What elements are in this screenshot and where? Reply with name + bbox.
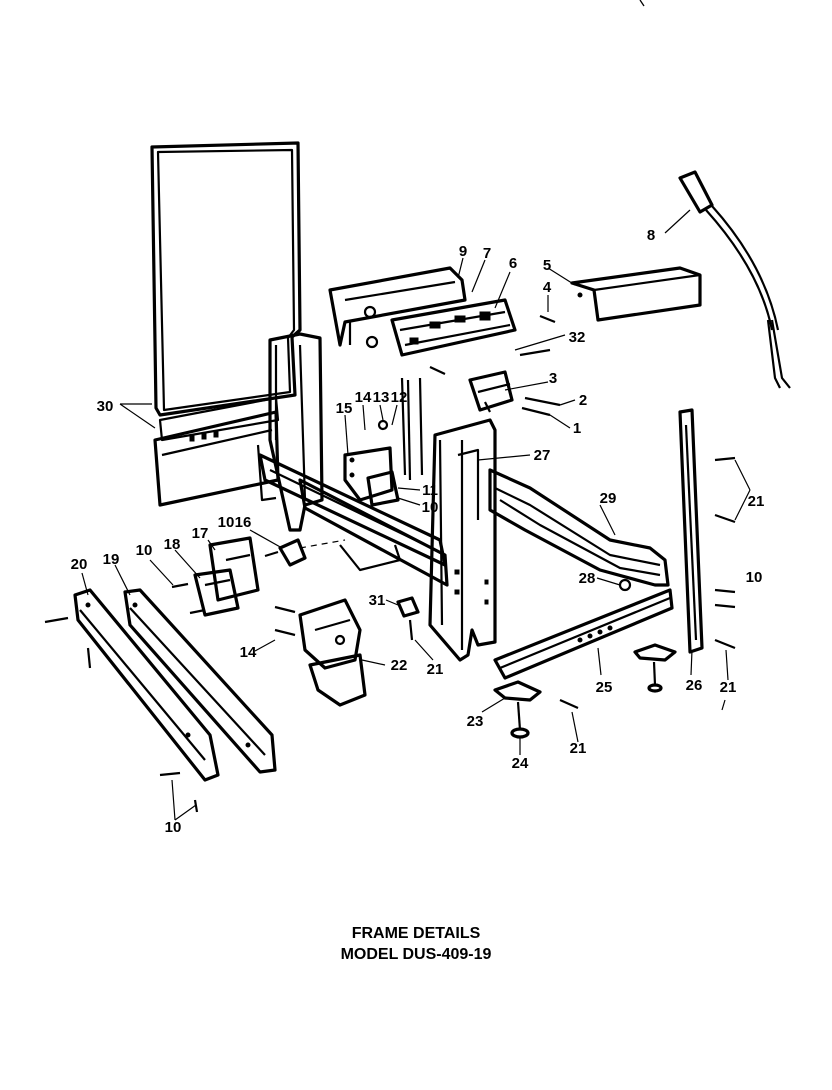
callout-30: 30 — [97, 398, 114, 415]
callout-19: 19 — [103, 551, 120, 568]
part-11-switch — [366, 470, 400, 507]
part-29-channel — [488, 468, 670, 587]
callout-18: 18 — [164, 536, 181, 553]
part-15-bracket — [343, 446, 394, 502]
callout-21-bottom: 21 — [570, 740, 587, 757]
callout-10-mid: 10 — [136, 542, 153, 559]
callout-21-upper-right: 21 — [748, 493, 765, 510]
callout-13: 13 — [373, 389, 390, 406]
callout-23: 23 — [467, 713, 484, 730]
callout-26: 26 — [686, 677, 703, 694]
part-23-foot-bracket — [493, 680, 542, 702]
callout-31: 31 — [369, 592, 386, 609]
part-8-power-cord — [678, 170, 791, 389]
callout-2: 2 — [579, 392, 587, 409]
callout-20: 20 — [71, 556, 88, 573]
callout-21-center: 21 — [427, 661, 444, 678]
callout-3: 3 — [549, 370, 557, 387]
center-rods — [400, 377, 424, 481]
diagram-title: FRAME DETAILS — [351, 925, 481, 942]
model-label: MODEL DUS-409-19 — [340, 946, 492, 963]
callout-21-right: 21 — [720, 679, 737, 696]
part-19-toe-plate — [123, 588, 277, 774]
callout-10-bottom: 10 — [165, 819, 182, 836]
callout-32: 32 — [569, 329, 586, 346]
screws-assorted — [44, 419, 736, 813]
right-side-frame — [428, 418, 497, 662]
callout-24: 24 — [512, 755, 529, 772]
part-16-bracket — [278, 538, 346, 567]
callout-6: 6 — [509, 255, 517, 272]
callout-10-right: 10 — [746, 569, 763, 586]
part-5-wire-cover — [570, 266, 702, 322]
callout-5: 5 — [543, 257, 551, 274]
callout-14-lower: 14 — [240, 644, 257, 661]
part-25-bottom-rail — [493, 588, 674, 680]
callout-17: 17 — [192, 525, 209, 542]
part-30-door-panel — [150, 141, 302, 507]
callout-22: 22 — [391, 657, 408, 674]
callout-12: 12 — [391, 389, 408, 406]
callout-10-center: 10 — [422, 499, 439, 516]
part-24-leveling-leg — [510, 701, 530, 739]
callout-9: 9 — [459, 243, 467, 260]
callout-14: 14 — [355, 389, 372, 406]
callout-28: 28 — [579, 570, 596, 587]
callout-7: 7 — [483, 245, 491, 262]
callout-29: 29 — [600, 490, 617, 507]
screws-upper-right — [429, 314, 561, 417]
callout-labels: 30 9 7 6 5 4 32 3 2 1 8 14 13 12 15 11 1… — [71, 227, 765, 836]
callout-25: 25 — [596, 679, 613, 696]
part-20-kick-plate — [73, 588, 220, 782]
part-17-plate — [208, 536, 260, 602]
callout-1: 1 — [573, 420, 581, 437]
part-9-control-housing — [328, 266, 467, 349]
part-6-control-board — [390, 298, 517, 357]
leader-lines — [81, 209, 751, 821]
callout-4: 4 — [543, 279, 552, 296]
part-22-hinge — [298, 598, 367, 707]
part-18-latch — [193, 568, 240, 617]
part-31-clip — [396, 596, 420, 618]
callout-10-left: 10 — [218, 514, 235, 531]
front-cross-rail — [258, 453, 449, 587]
callout-15: 15 — [336, 400, 353, 417]
right-foot — [633, 643, 677, 693]
callout-8: 8 — [647, 227, 655, 244]
part-3-terminal-block — [468, 370, 514, 413]
callout-16: 16 — [235, 514, 252, 531]
callout-11: 11 — [422, 482, 438, 499]
part-26-side-rail — [678, 408, 704, 654]
callout-27: 27 — [534, 447, 551, 464]
